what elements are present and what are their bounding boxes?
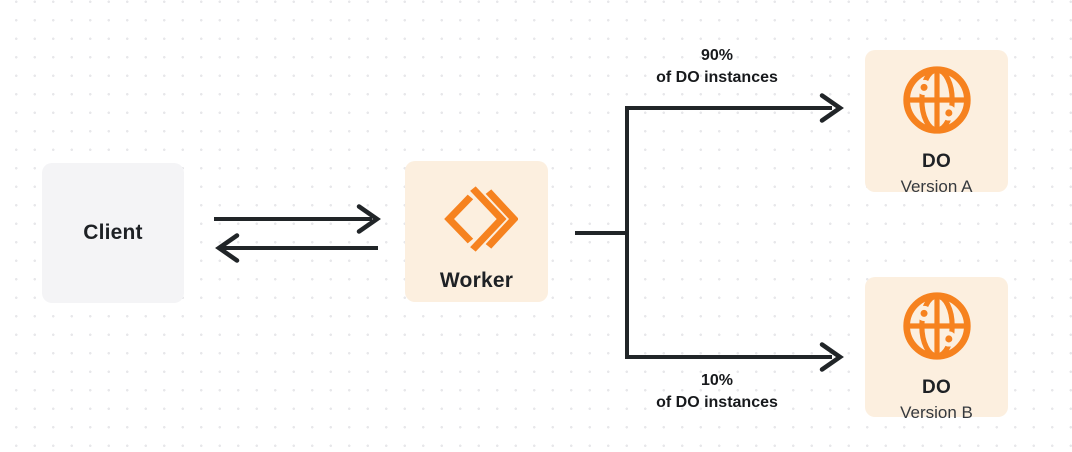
bottom-branch-caption: of DO instances: [656, 394, 778, 411]
durable-objects-globe-icon: [900, 289, 974, 363]
do-version-b-node: DO Version B: [865, 277, 1008, 422]
do-b-title: DO: [921, 377, 952, 398]
do-a-title: DO: [921, 151, 952, 172]
request-arrow: [214, 204, 381, 234]
do-b-subtitle: Version B: [900, 403, 973, 422]
client-label: Client: [83, 221, 143, 244]
bottom-branch-label: 10% of DO instances: [607, 370, 827, 414]
top-branch-label: 90% of DO instances: [607, 45, 827, 89]
response-arrow: [215, 233, 378, 263]
worker-label: Worker: [439, 269, 514, 292]
do-version-a-node: DO Version A: [865, 50, 1008, 196]
top-branch-caption: of DO instances: [656, 69, 778, 86]
client-node: Client: [42, 163, 184, 303]
split-connector: [575, 93, 844, 372]
workers-chevron-icon: [436, 181, 519, 257]
bottom-branch-arrowhead: [819, 342, 844, 372]
top-branch-percent: 90%: [700, 47, 734, 64]
do-a-subtitle: Version A: [900, 177, 973, 196]
worker-node: Worker: [405, 161, 548, 302]
bottom-branch-percent: 10%: [700, 372, 734, 389]
durable-objects-globe-icon: [900, 63, 974, 137]
top-branch-arrowhead: [819, 93, 844, 123]
